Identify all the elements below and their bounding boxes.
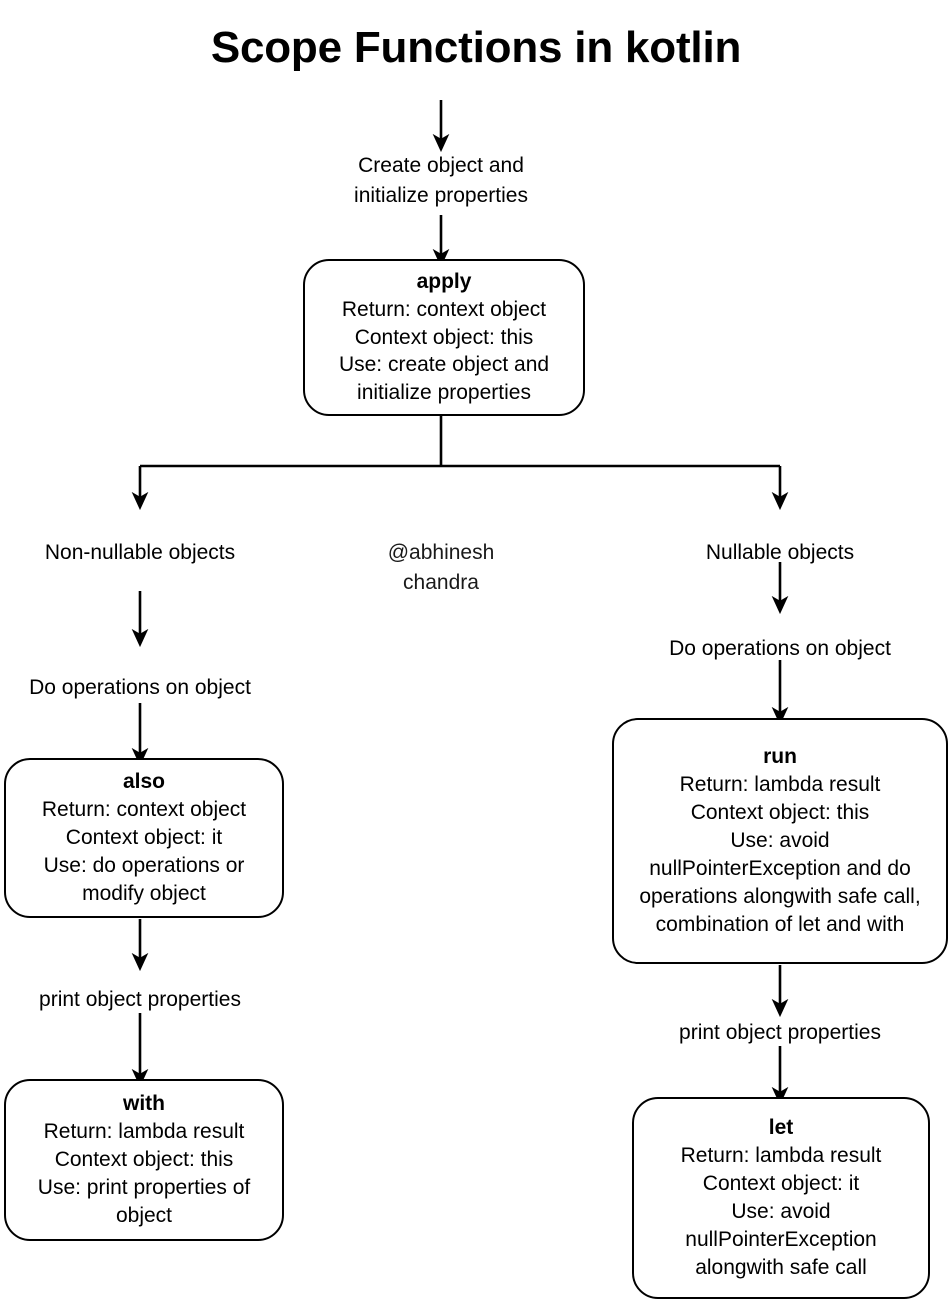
label-nullable-objects: Nullable objects <box>705 541 855 564</box>
label-non-nullable-objects: Non-nullable objects <box>44 541 236 564</box>
node-also-line-3: modify object <box>82 881 206 905</box>
node-with-line-1: Context object: this <box>54 1148 234 1172</box>
node-apply-line-1: Context object: this <box>354 325 534 349</box>
node-let-line-2: Use: avoid <box>731 1200 831 1223</box>
label-create-initialize: Create object and initialize properties <box>354 154 528 207</box>
node-run-line-4: operations alongwith safe call, <box>639 884 921 908</box>
node-run-title: run <box>763 745 797 769</box>
node-let-title: let <box>768 1116 794 1140</box>
node-run[interactable]: run Return: lambda result Context object… <box>612 718 948 964</box>
node-let-line-3: nullPointerException <box>685 1227 877 1251</box>
node-also-line-2: Use: do operations or <box>43 853 245 877</box>
page-title: Scope Functions in kotlin <box>210 23 742 72</box>
node-apply-line-0: Return: context object <box>341 297 547 321</box>
node-also-line-1: Context object: it <box>65 826 223 850</box>
watermark-credit: @abhinesh chandra <box>387 541 495 594</box>
node-with-line-0: Return: lambda result <box>43 1120 245 1144</box>
node-with-title: with <box>123 1092 165 1116</box>
node-let[interactable]: let Return: lambda result Context object… <box>632 1097 930 1299</box>
node-let-line-0: Return: lambda result <box>680 1144 882 1168</box>
node-with-line-2: Use: print properties of <box>37 1175 251 1199</box>
label-print-properties-right: print object properties <box>679 1021 881 1044</box>
node-let-line-1: Context object: it <box>702 1172 860 1196</box>
node-with-line-3: object <box>115 1203 173 1227</box>
node-run-line-0: Return: lambda result <box>679 773 881 797</box>
label-print-properties-left: print object properties <box>39 988 241 1011</box>
node-apply-line-2: Use: create object and <box>338 353 550 377</box>
node-with[interactable]: with Return: lambda result Context objec… <box>4 1079 284 1241</box>
node-apply[interactable]: apply Return: context object Context obj… <box>303 259 585 416</box>
node-also-line-0: Return: context object <box>41 798 247 822</box>
node-run-line-2: Use: avoid <box>730 829 830 853</box>
label-do-operations-left: Do operations on object <box>29 676 251 699</box>
node-also-title: also <box>122 770 166 794</box>
node-apply-line-3: initialize properties <box>357 381 531 405</box>
node-let-line-4: alongwith safe call <box>695 1255 867 1279</box>
node-apply-title: apply <box>416 269 472 293</box>
node-run-line-3: nullPointerException and do <box>649 856 911 880</box>
node-run-line-1: Context object: this <box>690 801 870 825</box>
node-also[interactable]: also Return: context object Context obje… <box>4 758 284 918</box>
node-run-line-5: combination of let and with <box>655 912 905 936</box>
label-do-operations-right: Do operations on object <box>669 637 891 660</box>
